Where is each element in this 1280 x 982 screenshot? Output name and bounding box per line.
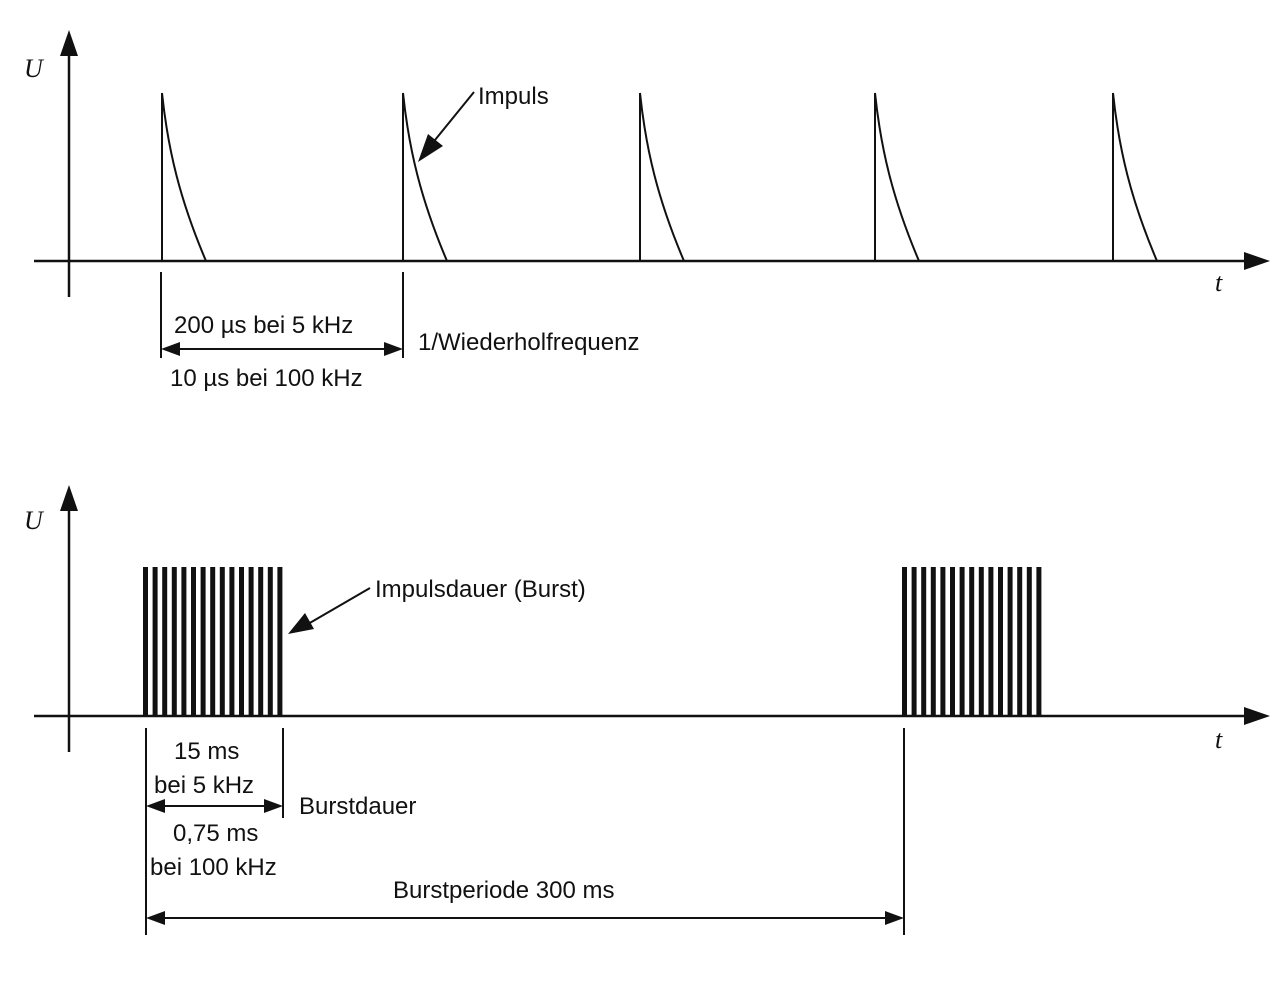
burst-period-label: Burstperiode 300 ms <box>393 877 614 904</box>
burst-pulse <box>950 567 955 716</box>
burst-period-arrowhead-left <box>146 911 165 925</box>
burst-pulse <box>911 567 917 716</box>
burst-pulse <box>902 567 907 716</box>
pulse-1 <box>161 92 207 262</box>
burst-caption: Burstdauer <box>299 793 416 820</box>
pulse-pointer-line <box>434 91 475 141</box>
burst-pulse <box>162 567 168 716</box>
bottom-y-axis-label: U <box>24 506 45 535</box>
burst-pulse <box>200 567 206 716</box>
burst-100khz-line2: bei 100 kHz <box>150 854 277 881</box>
period-arrowhead-left <box>161 342 180 356</box>
burst-1 <box>143 567 283 716</box>
burst-pointer-line <box>307 587 371 625</box>
burst-pulse <box>1017 567 1023 716</box>
period-arrowhead-right <box>384 342 403 356</box>
burst-arrowhead-right <box>264 799 283 813</box>
burst-arrowhead-left <box>146 799 165 813</box>
burst-pulse <box>1007 567 1013 716</box>
burst-pulse <box>988 567 994 716</box>
burst-pulse <box>239 567 244 716</box>
period-caption: 1/Wiederholfrequenz <box>418 329 639 356</box>
top-x-axis-label: t <box>1215 268 1223 297</box>
burst-pulse <box>191 567 196 716</box>
burst-pulse <box>959 567 965 716</box>
burst-period-arrowhead-right <box>885 911 904 925</box>
burst-pulse <box>277 567 283 716</box>
period-label-5khz: 200 µs bei 5 kHz <box>174 312 353 339</box>
burst-pulse <box>229 567 235 716</box>
burst-pointer-arrowhead <box>288 613 314 634</box>
burst-pulse <box>998 567 1003 716</box>
top-plot: U t Impuls 200 µs bei 5 kHz 10 µs bei 10… <box>24 30 1270 392</box>
pulse-2 <box>402 92 448 262</box>
burst-pulse <box>969 567 975 716</box>
burst-label: Impulsdauer (Burst) <box>375 576 586 603</box>
burst-pulse <box>921 567 927 716</box>
burst-pulse <box>1036 567 1042 716</box>
burst-pulse <box>248 567 254 716</box>
bottom-y-arrowhead <box>60 485 78 511</box>
burst-2 <box>902 567 1042 716</box>
top-y-arrowhead <box>60 30 78 56</box>
pulse-3 <box>639 92 685 262</box>
burst-pulse <box>171 567 177 716</box>
burst-pulse <box>267 567 273 716</box>
burst-pulse <box>1026 567 1032 716</box>
burst-pulse <box>258 567 264 716</box>
burst-pulse <box>181 567 187 716</box>
burst-pulse <box>152 567 158 716</box>
burst-pulse <box>930 567 936 716</box>
pulse-pointer-arrowhead <box>418 134 443 162</box>
pulse-5 <box>1112 92 1158 262</box>
burst-pulse <box>940 567 946 716</box>
period-label-100khz: 10 µs bei 100 kHz <box>170 365 363 392</box>
burst-train <box>143 567 1042 716</box>
bottom-x-arrowhead <box>1244 707 1270 725</box>
burst-pulse <box>978 567 984 716</box>
top-y-axis-label: U <box>24 54 45 83</box>
burst-5khz-line2: bei 5 kHz <box>154 772 254 799</box>
pulse-4 <box>874 92 920 262</box>
burst-100khz-line1: 0,75 ms <box>173 820 258 847</box>
burst-pulse <box>143 567 148 716</box>
pulse-train <box>161 92 1158 262</box>
burst-pulse <box>219 567 225 716</box>
pulse-label: Impuls <box>478 83 549 110</box>
bottom-x-axis-label: t <box>1215 725 1223 754</box>
bottom-plot: U t Impulsdauer (Burst) 15 ms bei 5 kHz … <box>24 485 1270 935</box>
burst-5khz-line1: 15 ms <box>174 738 239 765</box>
burst-pulse <box>210 567 216 716</box>
top-x-arrowhead <box>1244 252 1270 270</box>
